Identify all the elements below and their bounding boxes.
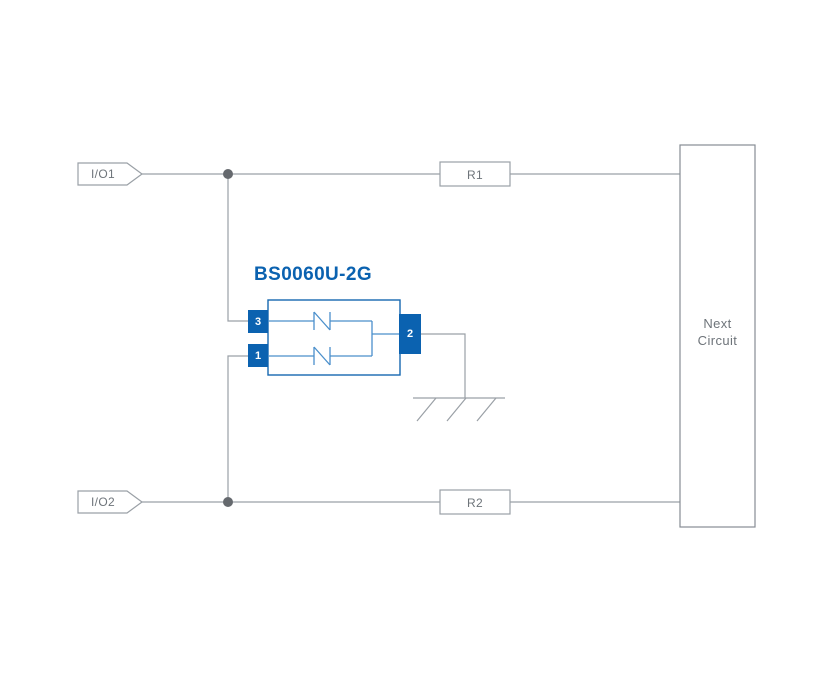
signal-wires — [142, 173, 680, 503]
wire-junction-to-pin1 — [227, 355, 248, 502]
pin-1-number: 1 — [254, 350, 262, 362]
ground-symbol — [413, 397, 505, 422]
resistor-r2-label: R2 — [467, 496, 483, 510]
junction-dot-top — [223, 169, 233, 179]
ground-hatch-3 — [476, 397, 497, 422]
pin-1-pad — [248, 344, 268, 367]
pin-3-pad — [248, 310, 268, 333]
top-diode-slash — [313, 311, 331, 331]
resistor-r1-label: R1 — [467, 168, 483, 182]
wire-pin2-to-ground — [421, 333, 466, 398]
junction-dot-bottom — [223, 497, 233, 507]
io2-label: I/O2 — [91, 495, 115, 509]
bottom-diode-slash — [313, 346, 331, 366]
next-circuit-label: Next Circuit — [680, 316, 755, 350]
io1-tag-shape — [77, 162, 144, 186]
resistor-r1-box — [439, 161, 511, 187]
ground-hatch-1 — [416, 397, 437, 422]
next-circuit-line1: Next — [703, 316, 732, 331]
wire-junction-to-pin3 — [227, 174, 248, 322]
pin-2-pad — [399, 314, 421, 354]
ground-hatch-2 — [446, 397, 467, 422]
next-circuit-line2: Circuit — [697, 332, 738, 348]
pin-3-number: 3 — [254, 316, 262, 328]
pin-2-number: 2 — [406, 328, 414, 340]
resistor-r2-box — [439, 489, 511, 515]
tvs-internal-network — [268, 311, 399, 366]
io2-tag-shape — [77, 490, 144, 514]
next-circuit-box — [679, 144, 756, 528]
part-number-label: BS0060U-2G — [254, 264, 373, 285]
io1-label: I/O1 — [91, 167, 115, 181]
tvs-body — [267, 299, 401, 376]
